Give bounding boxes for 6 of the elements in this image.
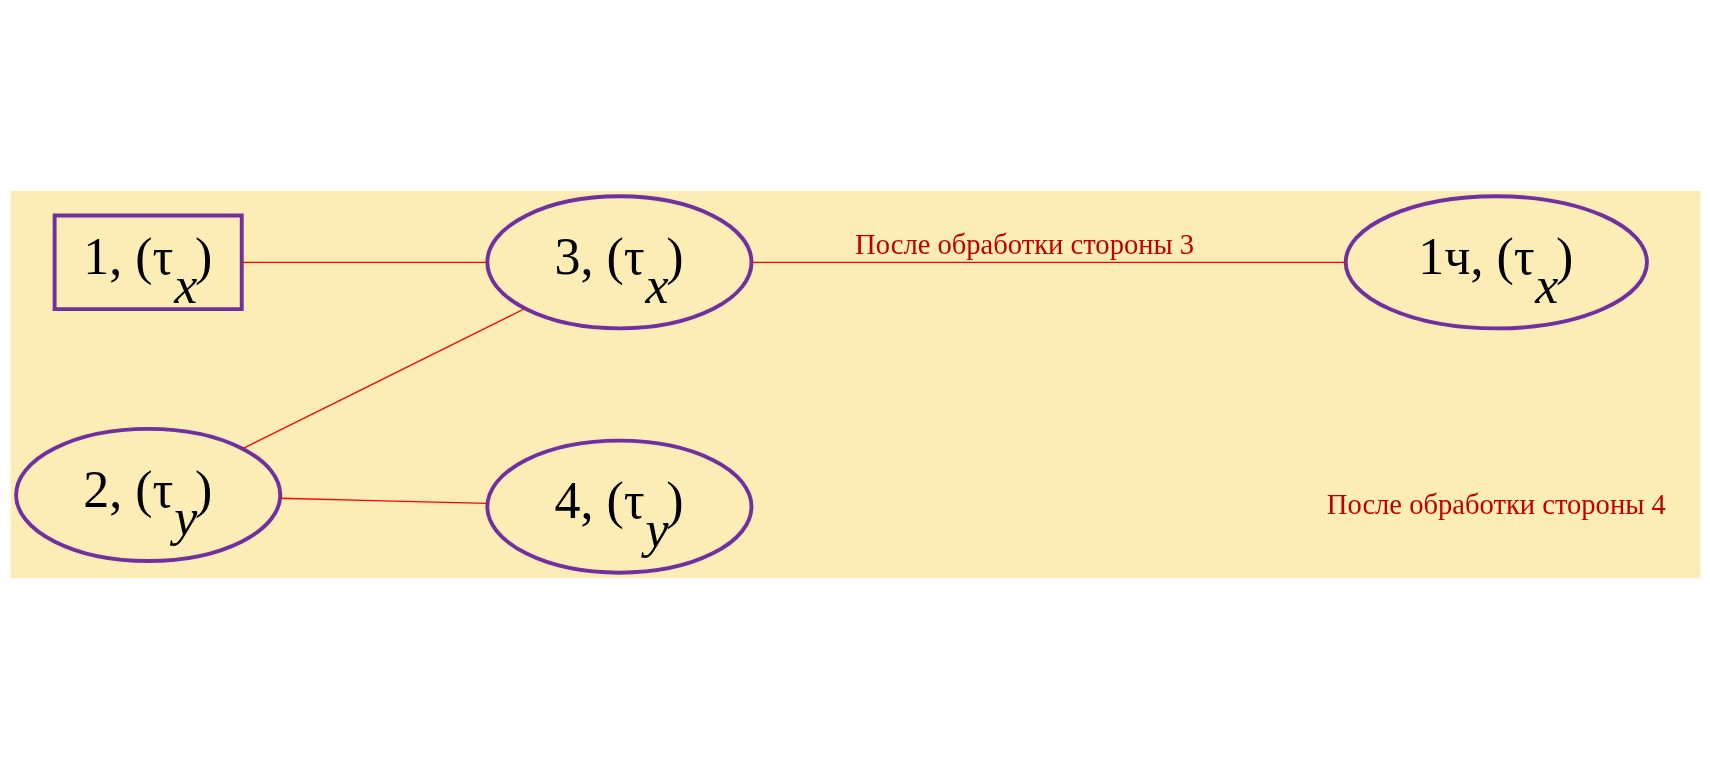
edge-label: После обработки стороны 3 — [854, 229, 1194, 261]
connector — [242, 308, 525, 450]
connector — [240, 261, 487, 263]
connector — [750, 261, 1346, 263]
connector — [279, 497, 488, 504]
label: После обработки стороны 4 — [1326, 488, 1666, 520]
